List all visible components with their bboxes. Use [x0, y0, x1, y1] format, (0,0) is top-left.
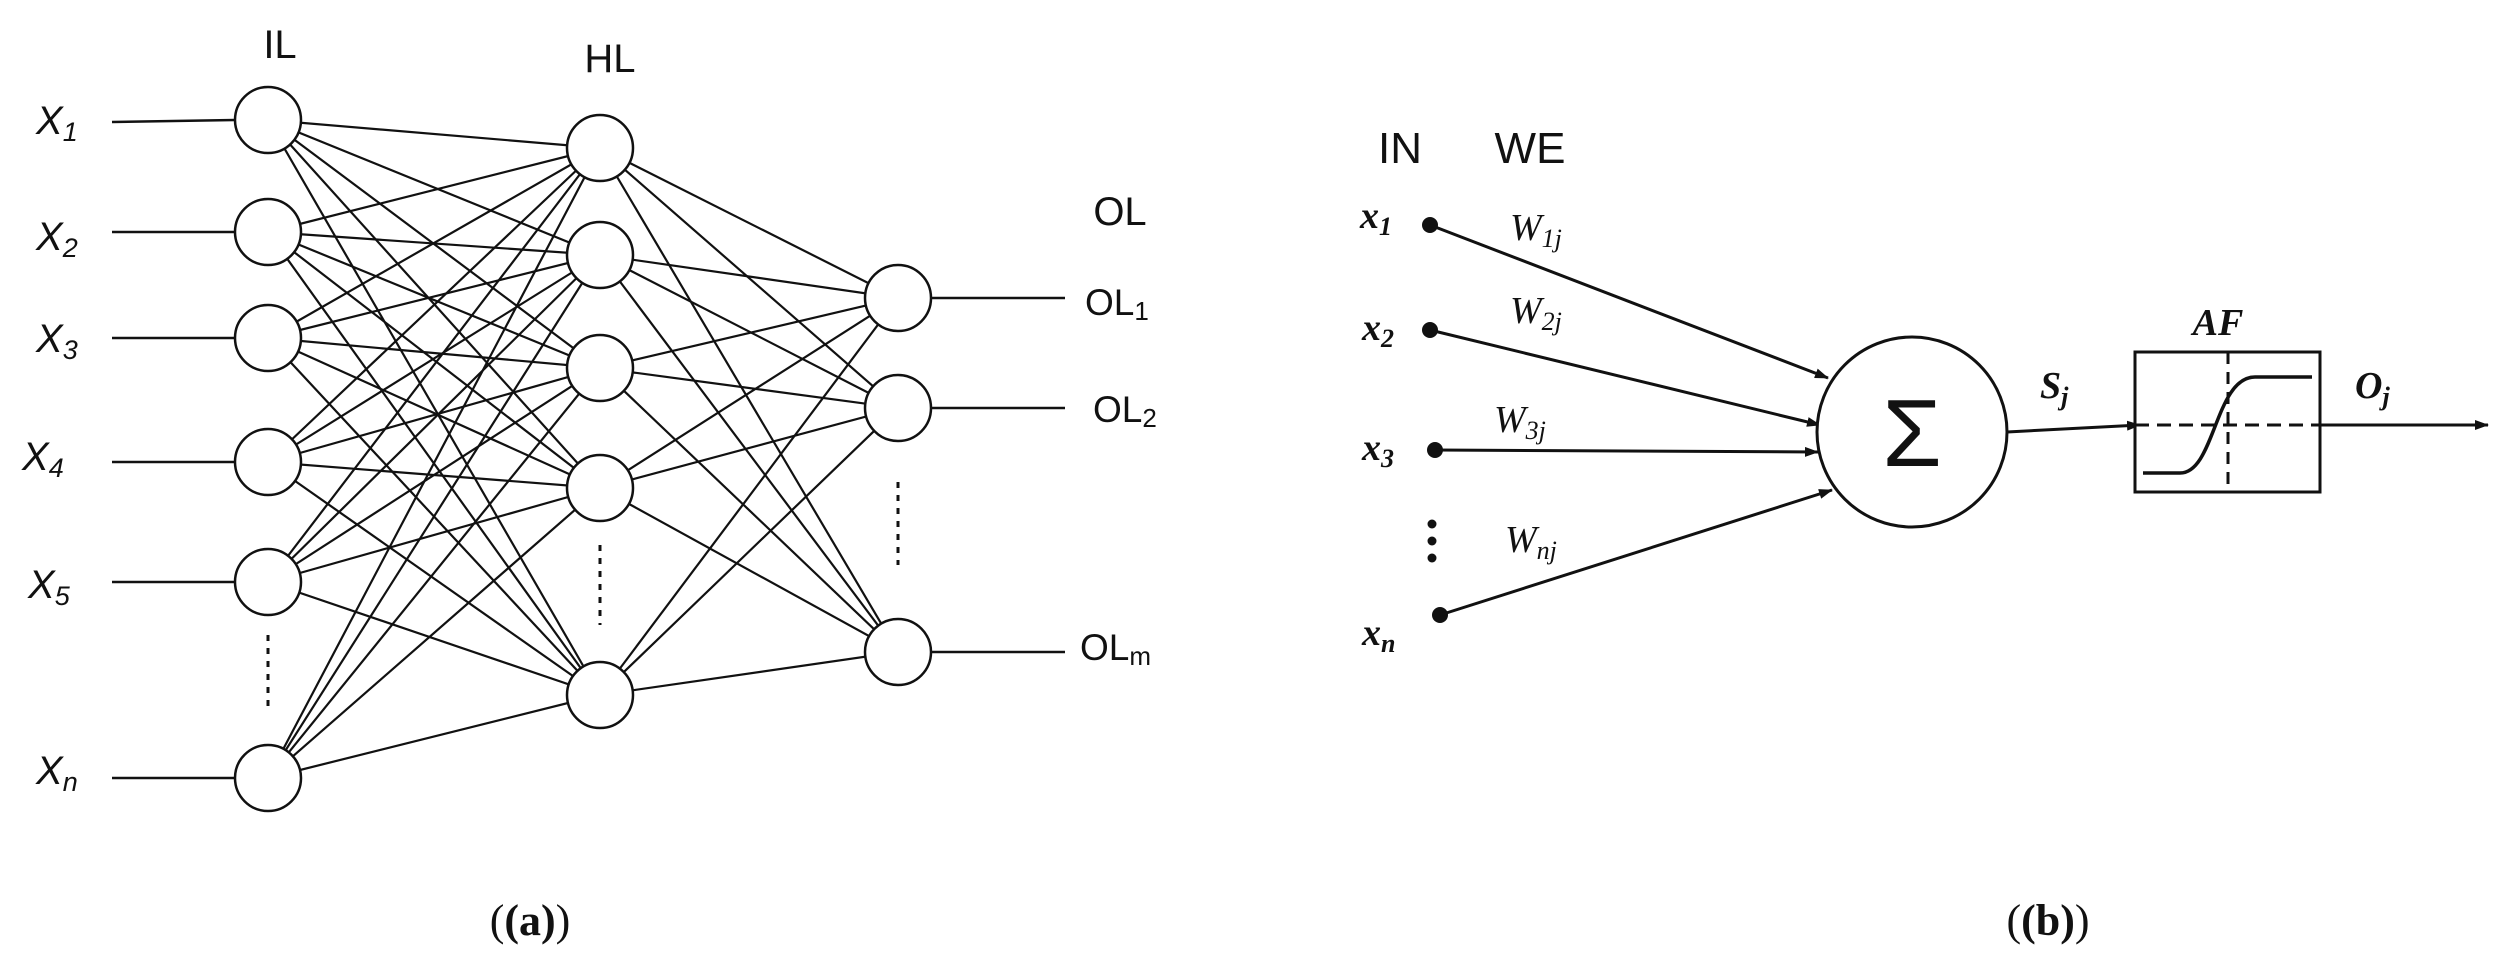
weight-arrow-n: [1439, 488, 1833, 617]
panel-a: IL HL OL X1 X2 X3 X4 X5 Xn OL1 OL2 OLm (…: [21, 23, 1157, 945]
connection-line: [599, 650, 899, 697]
connection-line: [599, 366, 899, 410]
input-ellipsis-dot: [1427, 536, 1437, 546]
connection-line: [267, 147, 601, 463]
connection-line: [267, 119, 601, 696]
connection-line: [267, 487, 601, 779]
hidden-layer-label: HL: [584, 37, 635, 81]
weight-arrow-1: [1429, 223, 1829, 380]
connection-line: [267, 147, 601, 583]
connection-line: [267, 146, 601, 234]
input-label-x5: X5: [27, 563, 71, 611]
connection-line: [267, 118, 601, 150]
connection-line: [267, 367, 601, 583]
input-label-xn: Xn: [35, 749, 78, 797]
input-ellipsis-dot: [1427, 553, 1437, 563]
input-label-x4: X4: [21, 435, 64, 483]
connection-line: [267, 230, 601, 370]
connection-line: [599, 253, 899, 300]
connection-line: [599, 297, 899, 489]
sum-output-arrow: [2006, 420, 2141, 434]
input-node: [233, 547, 303, 617]
hidden-node: [565, 220, 635, 290]
input-layer-label: IL: [263, 23, 296, 67]
connection-line: [267, 147, 601, 779]
output-node: [863, 263, 933, 333]
connection-line: [599, 367, 899, 653]
connection-line: [267, 253, 601, 340]
input-label-xn: xn: [1361, 612, 1395, 658]
output-node: [863, 617, 933, 687]
inputs-column-label: IN: [1378, 124, 1422, 173]
connection-line: [599, 296, 899, 370]
connection-line: [267, 254, 601, 583]
input-label-x3: X3: [35, 317, 78, 365]
input-label-x2: X2: [35, 215, 78, 263]
input-output-lines: [111, 118, 1065, 780]
input-node: [233, 303, 303, 373]
hidden-node: [565, 660, 635, 730]
weight-arrow-2: [1429, 328, 1821, 427]
hidden-node: [565, 453, 635, 523]
connection-line: [599, 147, 899, 653]
sum-output-label: Sj: [2040, 365, 2069, 411]
panel-b: IN WE x1 x2 x3 xn W1j W2j W3j Wnj Σ Sj: [1359, 124, 2489, 945]
input-label-x1: X1: [35, 99, 78, 147]
input-node: [233, 197, 303, 267]
panel-a-caption-letter: (a): [504, 896, 555, 945]
connection-line: [599, 406, 899, 490]
output-node: [863, 373, 933, 443]
weights-column-label: WE: [1495, 124, 1566, 173]
hidden-node: [565, 113, 635, 183]
input-line: [111, 118, 236, 124]
connection-line: [267, 693, 601, 780]
connection-line: [599, 254, 899, 653]
hidden-node: [565, 333, 635, 403]
connection-line: [267, 254, 601, 463]
connection-line: [267, 461, 601, 696]
activation-function-label: AF: [2191, 302, 2244, 344]
weight-arrow-3: [1434, 446, 1819, 457]
connection-line: [267, 580, 601, 697]
panel-b-caption: ((b)): [2006, 896, 2089, 945]
connection-line: [599, 487, 899, 653]
output-label-ol1: OL1: [1085, 282, 1149, 326]
output-label: Oj: [2355, 365, 2390, 411]
weight-label-wnj: Wnj: [1505, 519, 1557, 565]
connection-line: [599, 147, 899, 299]
input-node: [233, 743, 303, 813]
output-label-olm: OLm: [1080, 627, 1151, 671]
connection-line: [267, 118, 601, 257]
connection-line: [267, 254, 601, 779]
output-layer-label: OL: [1093, 190, 1146, 234]
connection-line: [267, 336, 601, 370]
summation-symbol: Σ: [1882, 380, 1941, 487]
weight-label-w3j: W3j: [1494, 399, 1546, 445]
input-label-x3: x3: [1361, 427, 1394, 473]
connection-line: [267, 336, 601, 490]
network-nodes: [233, 85, 933, 813]
connection-line: [267, 367, 601, 779]
input-label-x2: x2: [1361, 307, 1394, 353]
connection-line: [267, 231, 601, 489]
weight-label-w2j: W2j: [1510, 290, 1562, 336]
sigmoid-curve: [2143, 375, 2312, 475]
connection-line: [267, 147, 601, 339]
connection-line: [267, 486, 601, 584]
panel-a-caption: ((a)): [490, 896, 571, 945]
panel-b-caption-letter: (b): [2021, 896, 2075, 945]
connection-line: [599, 254, 899, 409]
connection-line: [267, 366, 601, 464]
input-label-x1: x1: [1359, 195, 1392, 241]
output-label-ol2: OL2: [1093, 389, 1157, 433]
input-node: [233, 85, 303, 155]
input-node: [233, 427, 303, 497]
weight-label-w1j: W1j: [1510, 207, 1562, 253]
network-connections: [267, 118, 899, 780]
input-ellipsis-dot: [1427, 519, 1437, 529]
connection-line: [599, 407, 899, 696]
connection-line: [599, 297, 899, 696]
